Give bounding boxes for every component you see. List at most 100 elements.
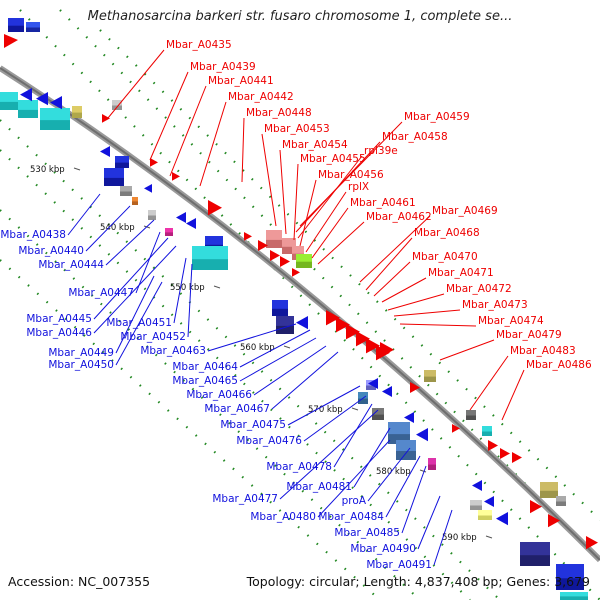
gene-label: Mbar_A0471 xyxy=(428,267,494,279)
tick-label: 560 kbp xyxy=(240,343,275,353)
gene-label: Mbar_A0435 xyxy=(166,39,232,51)
gene-label: Mbar_A0444 xyxy=(38,259,104,271)
accession-text: Accession: NC_007355 xyxy=(8,574,151,589)
gene-label: Mbar_A0467 xyxy=(204,403,270,415)
gene-label: Mbar_A0466 xyxy=(186,389,252,401)
gene-block-shade xyxy=(372,414,384,420)
gene-block xyxy=(165,228,173,236)
gene-block-shade xyxy=(396,451,416,460)
label-leader xyxy=(239,337,317,382)
gene-label: Mbar_A0479 xyxy=(496,329,562,341)
gene-label: Mbar_A0461 xyxy=(350,197,416,209)
gene-arrow xyxy=(356,331,370,347)
gene-arrow xyxy=(36,92,48,106)
label-leader xyxy=(173,257,187,324)
gene-label: Mbar_A0452 xyxy=(120,331,186,343)
gene-block-shade xyxy=(560,596,588,600)
gene-label: Mbar_A0478 xyxy=(266,461,332,473)
label-leader xyxy=(439,339,495,361)
gene-block-shade xyxy=(266,239,282,248)
gene-label: Mbar_A0480 xyxy=(250,511,316,523)
label-leader xyxy=(271,351,339,410)
tick-label: 580 kbp xyxy=(376,467,411,477)
gene-label: Mbar_A0465 xyxy=(172,375,238,387)
map-title: Methanosarcina barkeri str. fusaro chrom… xyxy=(87,9,513,24)
gene-block xyxy=(120,186,132,196)
gene-block xyxy=(556,496,566,506)
gene-block-shade xyxy=(556,501,566,506)
gene-block xyxy=(72,106,82,118)
tick-mark xyxy=(283,345,291,349)
label-leader xyxy=(105,219,155,266)
tick-label: 550 kbp xyxy=(170,283,205,293)
gene-arrow xyxy=(326,310,340,326)
label-leader xyxy=(365,237,413,291)
gene-label: Mbar_A0453 xyxy=(264,123,330,135)
label-leader xyxy=(135,231,161,294)
gene-label: Mbar_A0477 xyxy=(212,493,278,505)
label-leader xyxy=(93,245,177,334)
gene-block-shade xyxy=(276,325,294,334)
tick-label: 590 kbp xyxy=(442,533,477,543)
gene-label: Mbar_A0450 xyxy=(48,359,114,371)
label-leader xyxy=(239,329,311,368)
tick-mark xyxy=(213,285,221,289)
tick-mark xyxy=(419,469,427,473)
gene-block-shade xyxy=(388,434,410,444)
gc-track-3 xyxy=(0,149,471,600)
gene-arrow xyxy=(280,256,290,267)
label-leader xyxy=(67,193,101,236)
label-leader xyxy=(93,237,169,320)
gene-label: Mbar_A0483 xyxy=(510,345,576,357)
gene-arrow xyxy=(404,412,414,423)
gene-label: Mbar_A0485 xyxy=(334,527,400,539)
tick-mark xyxy=(485,535,493,539)
gene-label: rpl39e xyxy=(364,145,398,157)
gene-block-shade xyxy=(40,120,70,130)
gene-arrow xyxy=(296,316,308,330)
label-leader xyxy=(353,427,391,488)
gene-block-shade xyxy=(282,246,296,254)
gene-label: Mbar_A0469 xyxy=(432,205,498,217)
label-leader xyxy=(187,263,193,338)
gene-label: Mbar_A0458 xyxy=(382,131,448,143)
gene-block xyxy=(466,410,476,420)
label-leader xyxy=(279,409,379,500)
gene-label: Mbar_A0490 xyxy=(350,543,416,555)
tick-label: 530 kbp xyxy=(30,165,65,175)
gene-block-shade xyxy=(192,259,228,270)
tick-mark xyxy=(351,407,359,411)
gene-block-shade xyxy=(104,177,124,186)
gc-track-2 xyxy=(99,29,600,521)
gene-label: Mbar_A0468 xyxy=(414,227,480,239)
label-leader xyxy=(393,309,461,317)
label-leader xyxy=(317,221,365,265)
gene-arrow xyxy=(4,34,18,48)
gene-block xyxy=(132,197,138,205)
gene-arrow xyxy=(452,424,460,433)
gene-arrow xyxy=(244,232,252,241)
label-leader xyxy=(417,495,441,550)
gene-block-shade xyxy=(120,191,132,196)
gene-label: Mbar_A0470 xyxy=(412,251,478,263)
label-leader xyxy=(373,261,411,297)
gene-block xyxy=(428,458,436,470)
gene-label: Mbar_A0462 xyxy=(366,211,432,223)
gene-arrow xyxy=(172,172,180,181)
gene-block-shade xyxy=(132,201,138,205)
gene-arrow xyxy=(548,514,560,528)
gene-block-shade xyxy=(165,232,173,236)
label-leader xyxy=(287,385,361,426)
gene-label: Mbar_A0448 xyxy=(246,107,312,119)
gene-block-shade xyxy=(0,101,18,110)
gene-label: Mbar_A0446 xyxy=(26,327,92,339)
label-leader xyxy=(149,71,189,161)
gene-arrow xyxy=(512,452,522,463)
label-leader xyxy=(311,207,349,259)
gene-arrow xyxy=(186,218,196,229)
gene-arrow xyxy=(484,496,494,507)
label-leader xyxy=(469,355,509,411)
gene-label: Mbar_A0440 xyxy=(18,245,84,257)
